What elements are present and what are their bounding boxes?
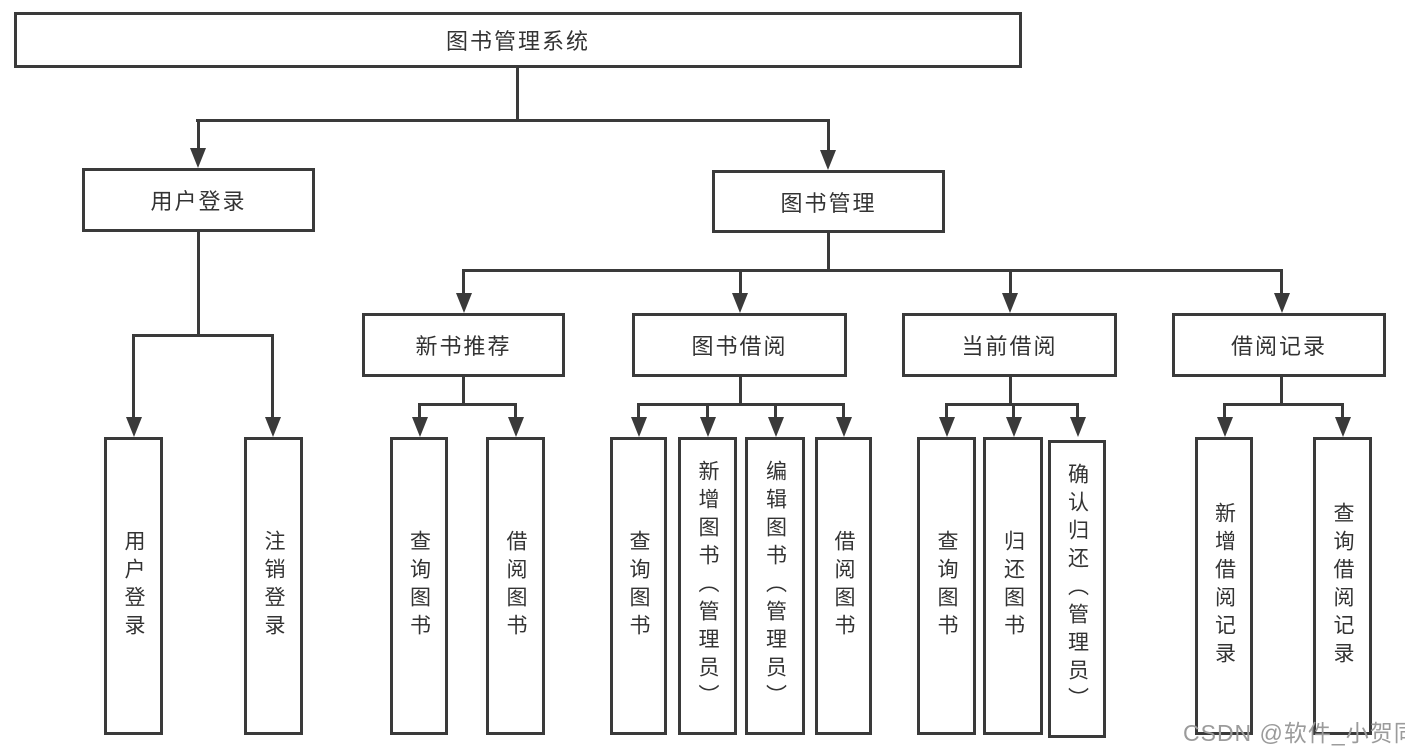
leaf-return-books-label: 归还图书 [1001,530,1025,642]
connector-line [514,403,517,419]
arrow-down-icon [1217,417,1233,437]
leaf-add-books-admin: 新增图书（管理员） [678,437,737,735]
node-user-login: 用户登录 [82,168,315,232]
connector-line [1223,403,1226,419]
connector-line [945,403,948,419]
connector-line [637,403,640,419]
leaf-query-borrow-record-label: 查询借阅记录 [1331,502,1354,670]
connector-line [739,377,742,405]
leaf-edit-books-admin-label: 编辑图书（管理员） [763,460,787,712]
arrow-down-icon [1274,293,1290,313]
arrow-down-icon [700,417,716,437]
connector-line [132,334,273,337]
watermark: CSDN @软件_小贺同学 [1183,720,1405,746]
connector-line [196,119,830,122]
leaf-query-books-recommend-label: 查询图书 [407,530,431,642]
connector-line [1012,403,1015,419]
leaf-logout: 注销登录 [244,437,303,735]
node-book-management-label: 图书管理 [780,190,877,216]
arrow-down-icon [126,417,142,437]
connector-line [418,403,517,406]
connector-line [197,119,200,150]
leaf-query-books-borrowing: 查询图书 [610,437,667,735]
connector-line [271,334,274,419]
connector-line [1009,377,1012,405]
arrow-down-icon [412,417,428,437]
connector-line [637,403,845,406]
connector-line [1341,403,1344,419]
node-current-borrowing: 当前借阅 [902,313,1117,377]
arrow-down-icon [820,150,836,170]
node-book-borrowing-label: 图书借阅 [691,334,788,359]
connector-line [462,269,1283,272]
connector-line [462,377,465,405]
leaf-add-books-admin-label: 新增图书（管理员） [696,460,719,712]
arrow-down-icon [265,417,281,437]
leaf-logout-label: 注销登录 [262,530,285,642]
connector-line [1280,377,1283,405]
leaf-query-borrow-record: 查询借阅记录 [1313,437,1372,735]
node-library-system-label: 图书管理系统 [445,29,590,54]
connector-line [1223,403,1344,406]
connector-line [706,403,709,419]
node-borrowing-records: 借阅记录 [1172,313,1386,377]
node-current-borrowing-label: 当前借阅 [961,334,1058,359]
connector-line [739,269,742,295]
arrow-down-icon [939,417,955,437]
node-library-system: 图书管理系统 [14,12,1022,68]
node-new-book-recommend: 新书推荐 [362,313,565,377]
node-user-login-label: 用户登录 [150,189,247,214]
connector-line [197,232,200,336]
leaf-borrow-books-recommend-label: 借阅图书 [504,530,527,642]
arrow-down-icon [768,417,784,437]
connector-line [516,68,519,121]
leaf-borrow-books-recommend: 借阅图书 [486,437,545,735]
leaf-add-borrow-record: 新增借阅记录 [1195,437,1253,735]
connector-line [774,403,777,419]
leaf-user-login-label: 用户登录 [122,530,145,642]
leaf-confirm-return-admin: 确认归还（管理员） [1048,440,1106,738]
leaf-query-books-borrowing-label: 查询图书 [627,530,650,642]
node-book-management: 图书管理 [712,170,945,233]
arrow-down-icon [1006,417,1022,437]
leaf-query-books-recommend: 查询图书 [390,437,448,735]
connector-line [418,403,421,419]
arrow-down-icon [1070,417,1086,437]
leaf-query-books-current: 查询图书 [917,437,976,735]
leaf-user-login: 用户登录 [104,437,163,735]
leaf-return-books: 归还图书 [983,437,1043,735]
arrow-down-icon [631,417,647,437]
node-borrowing-records-label: 借阅记录 [1230,334,1327,359]
node-book-borrowing: 图书借阅 [632,313,847,377]
arrow-down-icon [190,148,206,168]
connector-line [132,334,135,419]
node-new-book-recommend-label: 新书推荐 [415,334,512,359]
leaf-edit-books-admin: 编辑图书（管理员） [745,437,805,735]
connector-line [1076,403,1079,419]
leaf-confirm-return-admin-label: 确认归还（管理员） [1065,463,1089,715]
connector-line [827,233,830,272]
connector-line [462,269,465,295]
leaf-borrow-books-label: 借阅图书 [832,530,855,642]
arrow-down-icon [836,417,852,437]
connector-line [842,403,845,419]
leaf-add-borrow-record-label: 新增借阅记录 [1212,502,1236,670]
connector-line [1280,269,1283,295]
arrow-down-icon [1335,417,1351,437]
arrow-down-icon [508,417,524,437]
arrow-down-icon [1002,293,1018,313]
connector-line [827,119,830,152]
leaf-borrow-books: 借阅图书 [815,437,872,735]
leaf-query-books-current-label: 查询图书 [935,530,958,642]
arrow-down-icon [456,293,472,313]
arrow-down-icon [732,293,748,313]
connector-line [1009,269,1012,295]
